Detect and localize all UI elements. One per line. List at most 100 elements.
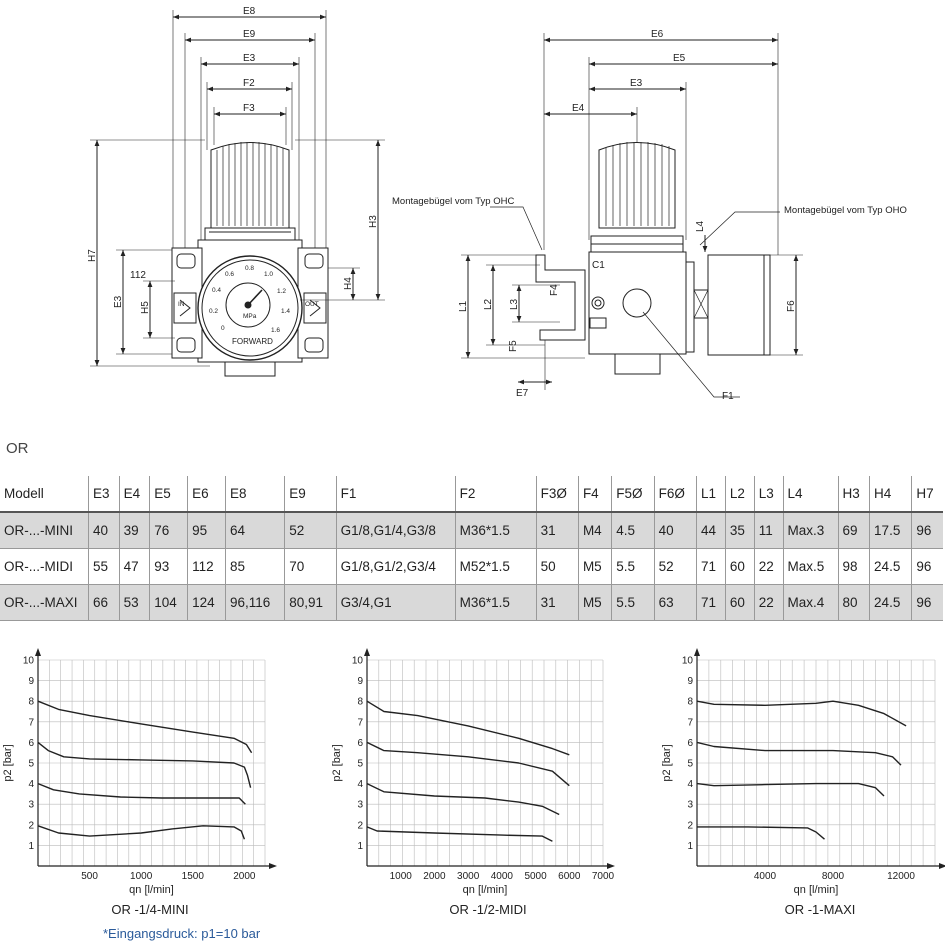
gauge-tick: 0.8 xyxy=(245,265,254,272)
dim-label: 112 xyxy=(130,270,146,281)
column-header: H7 xyxy=(911,476,943,512)
y-tick-label: 2 xyxy=(357,820,363,831)
table-cell: 50 xyxy=(535,548,579,585)
series-line xyxy=(37,700,253,754)
table-cell: 60 xyxy=(724,548,755,585)
table-cell: 55 xyxy=(88,548,120,585)
dim-label: L3 xyxy=(509,298,520,310)
table-cell: 80 xyxy=(837,584,870,621)
table-cell: 98 xyxy=(837,548,870,585)
port-in-label: IN xyxy=(178,301,185,308)
y-tick-label: 9 xyxy=(687,676,693,687)
dim-label: L4 xyxy=(695,220,706,232)
column-header: L3 xyxy=(753,476,784,512)
series-line xyxy=(697,826,825,840)
y-tick-label: 3 xyxy=(28,800,34,811)
table-cell: 93 xyxy=(149,548,188,585)
table-cell: 80,91 xyxy=(284,584,337,621)
gauge-tick: 1.4 xyxy=(281,308,290,315)
table-cell: M5 xyxy=(577,548,612,585)
y-axis-arrow xyxy=(35,648,41,656)
y-tick-label: 10 xyxy=(682,656,694,667)
y-tick-label: 8 xyxy=(357,697,363,708)
y-tick-label: 7 xyxy=(687,717,693,728)
x-tick-label: 500 xyxy=(81,871,98,882)
y-tick-label: 4 xyxy=(357,779,363,790)
table-cell: G1/8,G1/2,G3/4 xyxy=(335,548,456,585)
chart-title: OR -1/2-MIDI xyxy=(449,902,526,917)
y-tick-label: 8 xyxy=(687,697,693,708)
table-cell: 71 xyxy=(695,584,726,621)
gauge-tick: 1.2 xyxy=(277,288,286,295)
table-cell: 31 xyxy=(535,512,579,549)
x-axis-label: qn [l/min] xyxy=(794,884,839,896)
y-tick-label: 8 xyxy=(28,697,34,708)
y-tick-label: 6 xyxy=(357,738,363,749)
y-tick-label: 7 xyxy=(357,717,363,728)
series-line xyxy=(366,700,570,756)
y-tick-label: 2 xyxy=(28,820,34,831)
dim-label: L2 xyxy=(483,298,494,310)
column-header: E9 xyxy=(284,476,337,512)
table-cell: 40 xyxy=(653,512,697,549)
chart-title: OR -1/4-MINI xyxy=(111,902,188,917)
dim-label: E6 xyxy=(651,29,664,40)
y-tick-label: 4 xyxy=(687,779,693,790)
y-axis-arrow xyxy=(694,648,700,656)
dim-label: E8 xyxy=(243,6,256,17)
column-header: E6 xyxy=(187,476,226,512)
column-header: F4 xyxy=(577,476,612,512)
section-label: OR xyxy=(6,440,29,457)
table-cell: 85 xyxy=(224,548,285,585)
dim-label: E5 xyxy=(673,53,686,64)
dim-label: F3 xyxy=(243,103,255,114)
y-tick-label: 3 xyxy=(687,800,693,811)
table-header-row: Modell E3 E4 E5 E6 E8 E9 F1 F2 F3Ø F4 F5… xyxy=(0,476,943,512)
column-header: L4 xyxy=(782,476,838,512)
gauge-tick: 0.6 xyxy=(225,271,234,278)
x-tick-label: 1500 xyxy=(182,871,205,882)
table-cell: 76 xyxy=(149,512,188,549)
table-cell: 5.5 xyxy=(611,548,655,585)
column-header: Modell xyxy=(4,486,44,501)
model-cell: OR-...-MAXI xyxy=(0,584,89,621)
y-tick-label: 10 xyxy=(352,656,364,667)
dim-label: F5 xyxy=(508,340,519,352)
y-tick-label: 1 xyxy=(687,841,693,852)
dim-label: F1 xyxy=(722,391,734,402)
table-cell: 5.5 xyxy=(611,584,655,621)
table-cell: 96 xyxy=(911,584,943,621)
table-cell: 104 xyxy=(149,584,188,621)
x-tick-label: 8000 xyxy=(822,871,845,882)
x-tick-label: 7000 xyxy=(592,871,615,882)
series-line xyxy=(37,782,246,805)
dim-label: F6 xyxy=(786,300,797,312)
series-line xyxy=(696,741,902,766)
column-header: F1 xyxy=(335,476,456,512)
dim-label: H5 xyxy=(140,301,151,314)
port-out-label: OUT xyxy=(305,301,319,308)
callout-ohc: Montagebügel vom Typ OHC xyxy=(392,196,514,207)
dim-label: E3 xyxy=(113,295,124,308)
series-line xyxy=(366,741,570,787)
x-tick-label: 5000 xyxy=(524,871,547,882)
table-cell: M52*1.5 xyxy=(454,548,537,585)
table-cell: M4 xyxy=(577,512,612,549)
y-tick-label: 1 xyxy=(357,841,363,852)
table-cell: G3/4,G1 xyxy=(335,584,456,621)
table-cell: 24.5 xyxy=(869,584,912,621)
dim-label: E3 xyxy=(243,53,256,64)
gauge-tick: 0 xyxy=(221,325,225,332)
footnote-value: p1=10 bar xyxy=(201,926,261,941)
x-tick-label: 12000 xyxy=(887,871,915,882)
dim-label: F2 xyxy=(243,78,255,89)
table-cell: Max.4 xyxy=(782,584,838,621)
dim-label: E7 xyxy=(516,388,529,399)
gauge-tick: 0.4 xyxy=(212,287,221,294)
series-line xyxy=(366,826,553,842)
y-axis-label: p2 [bar] xyxy=(2,744,14,781)
y-tick-label: 5 xyxy=(28,759,34,770)
dim-label: F4 xyxy=(549,284,560,296)
